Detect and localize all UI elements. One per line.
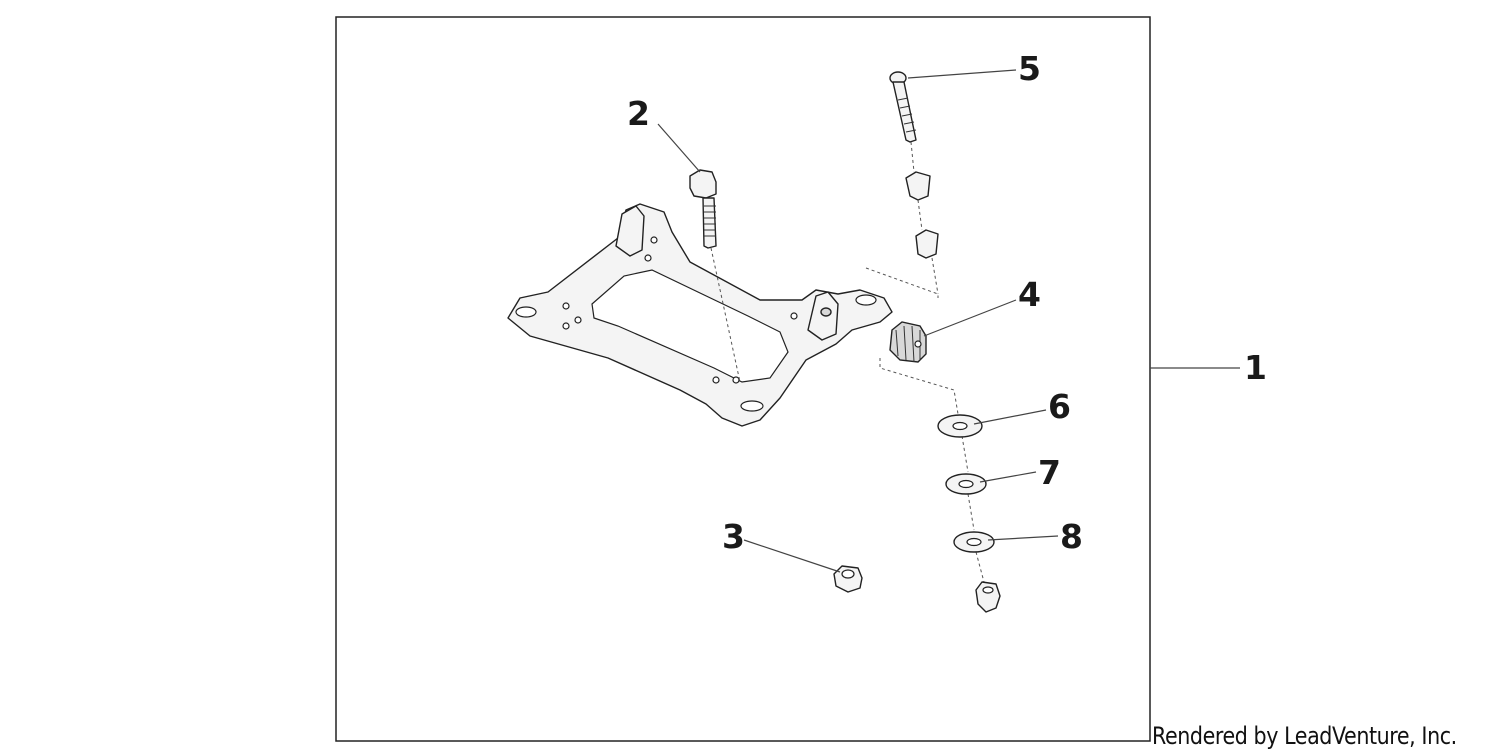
washer-large (937, 414, 983, 438)
rubber-damper (889, 321, 927, 363)
callout-2: 2 (627, 94, 650, 133)
callout-6: 6 (1048, 387, 1071, 426)
callout-7: 7 (1038, 453, 1061, 492)
socket-screw (889, 71, 939, 295)
flange-bolt (689, 169, 741, 383)
washer-small (953, 531, 995, 553)
callout-5: 5 (1018, 49, 1041, 88)
callout-4: 4 (1018, 275, 1041, 314)
washer-medium (945, 473, 987, 495)
callout-8: 8 (1060, 517, 1083, 556)
callout-1: 1 (1244, 348, 1267, 387)
diagram-frame (335, 16, 1151, 742)
mounting-bracket (507, 203, 893, 427)
flange-nut (833, 565, 863, 593)
lower-nut (975, 581, 1001, 613)
callout-3: 3 (722, 517, 745, 556)
render-credit: Rendered by LeadVenture, Inc. (1152, 722, 1457, 750)
